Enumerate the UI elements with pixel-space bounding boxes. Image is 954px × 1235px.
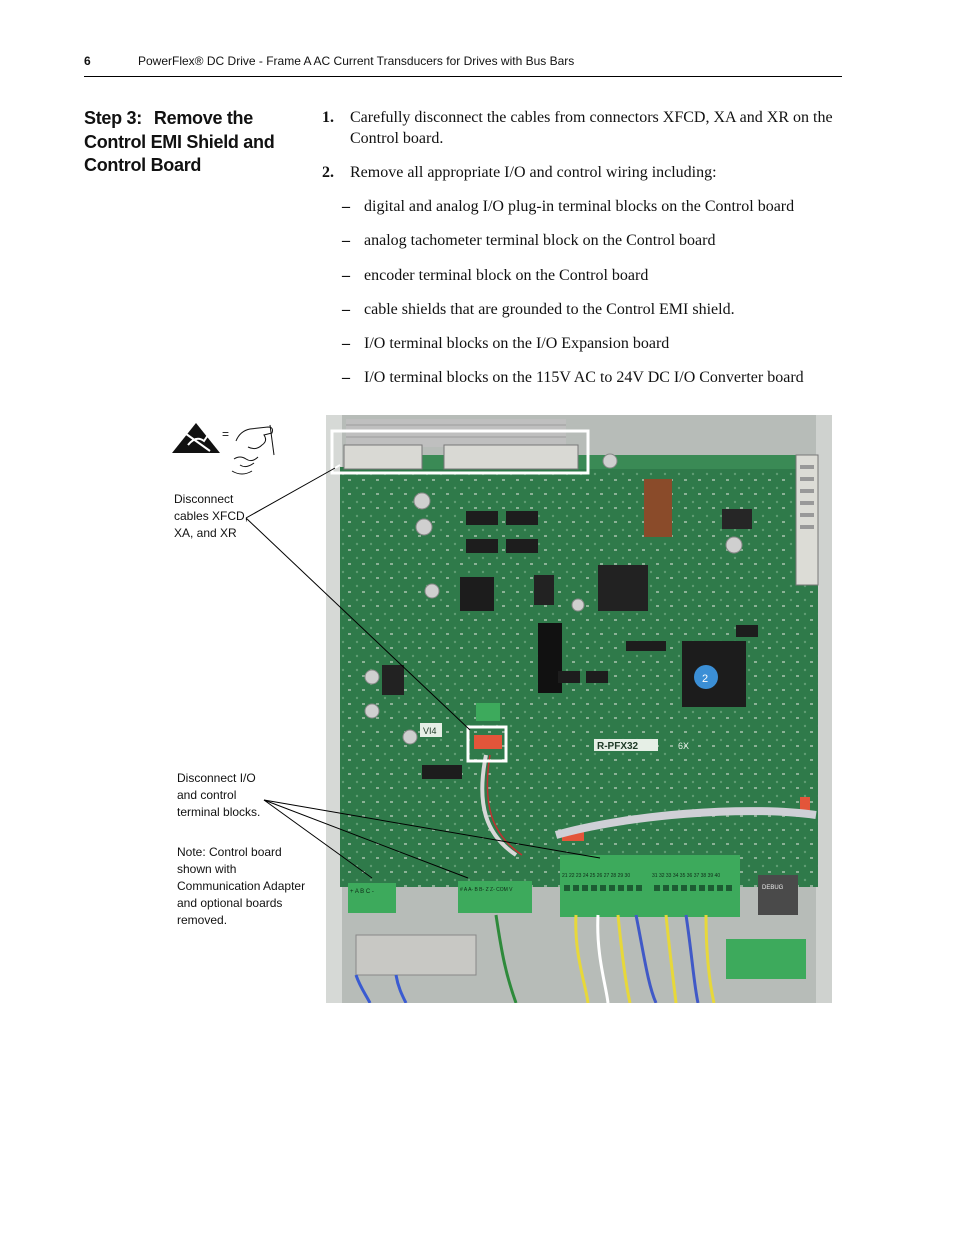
- esd-warning-icon: =: [170, 419, 280, 479]
- vi4-label: VI4: [423, 726, 437, 736]
- step-heading: Step 3:Remove the Control EMI Shield and…: [84, 107, 299, 178]
- callout-line: shown with: [177, 862, 237, 876]
- step-label: Step 3:: [84, 108, 142, 128]
- callout-note: Note: Control board shown with Communica…: [177, 844, 305, 929]
- instruction-text: Carefully disconnect the cables from con…: [350, 109, 833, 147]
- instruction-text: Remove all appropriate I/O and control w…: [350, 164, 717, 181]
- bullet-dash: –: [342, 198, 350, 215]
- esd-equals: =: [222, 427, 229, 441]
- sub-item-text: I/O terminal blocks on the I/O Expansion…: [364, 335, 670, 352]
- step-title: Remove the Control EMI Shield and Contro…: [84, 108, 275, 175]
- debug-label: DEBUG: [762, 885, 784, 891]
- board-name-label: R-PFX32: [597, 741, 639, 752]
- sub-item: – I/O terminal blocks on the I/O Expansi…: [342, 333, 842, 354]
- callout-line: Disconnect: [174, 492, 234, 506]
- callout-line: and optional boards: [177, 896, 283, 910]
- instruction-item: 2. Remove all appropriate I/O and contro…: [322, 162, 842, 183]
- sub-item-text: analog tachometer terminal block on the …: [364, 232, 716, 249]
- callout-line: Disconnect I/O: [177, 771, 256, 785]
- enc-labels: # A A- B B- Z Z- COM V: [460, 887, 513, 893]
- callout-line: Communication Adapter: [177, 879, 306, 893]
- control-board-photo: 2 R-PFX32 6X VI4: [326, 415, 832, 1003]
- sub-item: – digital and analog I/O plug-in termina…: [342, 196, 842, 217]
- bullet-dash: –: [342, 267, 350, 284]
- bullet-dash: –: [342, 232, 350, 249]
- callout-cables: Disconnect cables XFCD, XA, and XR: [174, 491, 248, 542]
- callout-line: terminal blocks.: [177, 805, 261, 819]
- sub-item: – encoder terminal block on the Control …: [342, 265, 842, 286]
- sub-item: – I/O terminal blocks on the 115V AC to …: [342, 367, 842, 388]
- sub-item: – cable shields that are grounded to the…: [342, 299, 842, 320]
- sub-item-text: digital and analog I/O plug-in terminal …: [364, 198, 795, 215]
- callout-line: removed.: [177, 913, 228, 927]
- sub-item: – analog tachometer terminal block on th…: [342, 230, 842, 251]
- callout-line: XA, and XR: [174, 526, 237, 540]
- bullet-dash: –: [342, 369, 350, 386]
- board-suffix-label: 6X: [678, 741, 689, 751]
- instruction-item: 1. Carefully disconnect the cables from …: [322, 107, 842, 149]
- terminal-numbers-b: 31 32 33 34 35 36 37 38 39 40: [652, 873, 720, 879]
- tach-labels: + A B C -: [350, 889, 374, 895]
- instruction-number: 2.: [322, 164, 334, 181]
- sub-item-text: encoder terminal block on the Control bo…: [364, 267, 649, 284]
- sub-item-text: cable shields that are grounded to the C…: [364, 301, 735, 318]
- instruction-number: 1.: [322, 109, 334, 126]
- page-number: 6: [84, 54, 91, 68]
- page-header: 6 PowerFlex® DC Drive - Frame A AC Curre…: [84, 52, 842, 77]
- bullet-dash: –: [342, 301, 350, 318]
- sub-item-text: I/O terminal blocks on the 115V AC to 24…: [364, 369, 804, 386]
- header-title: PowerFlex® DC Drive - Frame A AC Current…: [138, 54, 575, 68]
- callout-line: and control: [177, 788, 237, 802]
- callout-line: cables XFCD,: [174, 509, 249, 523]
- callout-line: Note: Control board: [177, 845, 282, 859]
- chip-mark: 2: [702, 673, 708, 685]
- terminal-numbers-a: 21 22 23 24 25 26 27 28 29 30: [562, 873, 630, 879]
- callout-terminals: Disconnect I/O and control terminal bloc…: [177, 770, 260, 821]
- bullet-dash: –: [342, 335, 350, 352]
